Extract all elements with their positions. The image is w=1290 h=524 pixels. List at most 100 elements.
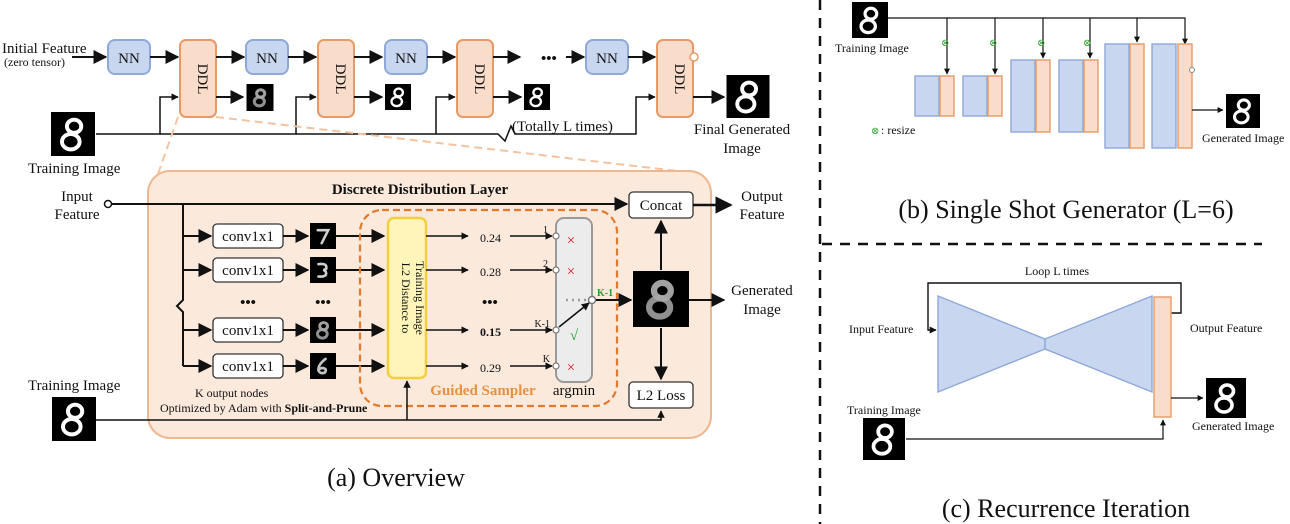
loop-label: Loop L times [1025, 264, 1090, 278]
guided-sampler-label: Guided Sampler [430, 383, 536, 399]
ss-ddl-block-4 [1083, 59, 1099, 133]
ss-training-label: Training Image [835, 41, 909, 55]
l2-loss-box [628, 381, 694, 409]
training-image-top [51, 112, 95, 156]
distance-value-2: 0.28 [480, 265, 501, 279]
rec-output-feature-label: Output Feature [1190, 321, 1262, 335]
overview-chain: Initial Feature (zero tensor) NN DDL NN … [2, 39, 791, 198]
k-output-nodes-label: K output nodes [195, 386, 269, 400]
nn-label-3: NN [395, 51, 417, 67]
rec-training-label: Training Image [847, 403, 921, 417]
ss-ddl-block-1 [939, 75, 955, 117]
single-shot-generator: Training Image ⊗ ⊗ ⊗ ⊗ Generated Image ⊗… [835, 2, 1284, 224]
node-output-image-3 [310, 316, 336, 344]
guided-sampler-box [358, 208, 619, 408]
ddl-label-2: DDL [332, 64, 348, 95]
ss-generated-image [1225, 94, 1261, 128]
generated-image-label-2: Image [743, 302, 781, 318]
training-image-bottom [52, 397, 96, 441]
ss-nn-block-3 [1010, 59, 1036, 133]
conv-label-4: conv1x1 [222, 359, 274, 375]
ddl-panel-title: Discrete Distribution Layer [332, 182, 509, 198]
ddl-label-3: DDL [471, 64, 487, 95]
decoder-shape [1044, 294, 1153, 394]
ddl-label-last: DDL [671, 64, 687, 95]
node-output-image-2 [310, 256, 336, 284]
index-k-minus-1: K-1 [534, 319, 550, 330]
caption-single-shot: (b) Single Shot Generator (L=6) [898, 195, 1233, 224]
conv-label-1: conv1x1 [222, 229, 274, 245]
distance-ellipsis: ••• [482, 295, 498, 311]
ss-nn-block-6 [1151, 43, 1177, 149]
ss-ddl-block-5 [1129, 43, 1145, 149]
conv-label-3: conv1x1 [222, 323, 274, 339]
distance-value-k: 0.29 [480, 361, 501, 375]
l2-loss-label: L2 Loss [637, 388, 686, 404]
rec-generated-image [1205, 378, 1247, 418]
final-generated-label-2: Image [723, 141, 761, 157]
initial-feature-note: (zero tensor) [4, 55, 65, 69]
ddl-label-1: DDL [194, 64, 210, 95]
output-feature-label-2: Feature [740, 207, 785, 223]
ddl-block-1 [179, 39, 217, 118]
index-1: 1 [543, 225, 548, 236]
ss-nn-block-5 [1104, 43, 1130, 149]
initial-feature-label: Initial Feature [2, 41, 87, 57]
image-ellipsis: ••• [315, 295, 331, 311]
intermediate-image-3 [523, 84, 551, 110]
concat-label: Concat [640, 198, 683, 214]
reject-mark-1: × [567, 233, 575, 249]
ss-generated-label: Generated Image [1202, 131, 1284, 145]
encoder-shape [937, 294, 1046, 394]
training-image-top-label: Training Image [28, 161, 121, 177]
l2-distance-label-2: Training Image [413, 261, 427, 335]
caption-overview: (a) Overview [327, 463, 465, 492]
conv-ellipsis: ••• [240, 295, 256, 311]
caption-recurrence: (c) Recurrence Iteration [942, 494, 1190, 523]
ddl-block-2 [317, 39, 355, 118]
ss-training-image [852, 2, 888, 38]
resize-symbol-4: ⊗ [1083, 38, 1091, 49]
resize-legend-label: : resize [881, 123, 915, 137]
resize-symbol-3: ⊗ [1037, 38, 1045, 49]
index-k: K [543, 354, 551, 365]
final-generated-image [726, 75, 770, 118]
distance-value-1: 0.24 [480, 231, 501, 245]
ss-nn-block-4 [1058, 59, 1084, 133]
distance-value-selected: 0.15 [480, 325, 501, 339]
training-image-bottom-label: Training Image [28, 378, 121, 394]
reject-mark-k: × [567, 360, 575, 376]
resize-symbol-1: ⊗ [941, 38, 949, 49]
selected-index-label: K-1 [597, 288, 613, 299]
accept-mark: √ [570, 328, 579, 344]
resize-legend-symbol: ⊗ [871, 126, 879, 137]
ss-nn-block-1 [914, 75, 940, 117]
reject-mark-2: × [567, 264, 575, 280]
ddl-block-last [656, 39, 694, 118]
resize-symbol-2: ⊗ [989, 38, 997, 49]
ss-ddl-block-2 [987, 75, 1003, 117]
ss-ddl-block-6 [1177, 43, 1193, 149]
generated-image-label-1: Generated [731, 283, 793, 299]
totally-l-times-label: (Totally L times) [512, 119, 613, 135]
optimized-label: Optimized by Adam with Split-and-Prune [160, 401, 368, 415]
nn-label-last: NN [596, 51, 618, 67]
index-2: 2 [543, 259, 548, 270]
argmin-label: argmin [553, 383, 596, 399]
ddl-block-3 [456, 39, 494, 118]
output-feature-label-1: Output [741, 189, 784, 205]
input-feature-label-2: Feature [55, 207, 100, 223]
l2-distance-label-1: L2 Distance to [399, 263, 413, 334]
nn-label-2: NN [256, 51, 278, 67]
rec-input-feature-label: Input Feature [849, 322, 913, 336]
ddl-detail-panel: Discrete Distribution Layer Input Featur… [28, 170, 793, 492]
ss-nn-block-2 [962, 75, 988, 117]
final-generated-label-1: Final Generated [694, 122, 791, 138]
node-output-image-1 [310, 222, 336, 250]
rec-ddl-block [1153, 296, 1172, 418]
intermediate-image-1 [245, 84, 275, 111]
ddl-generated-image [633, 271, 689, 327]
node-output-image-4 [310, 352, 336, 380]
nn-label-1: NN [118, 51, 140, 67]
